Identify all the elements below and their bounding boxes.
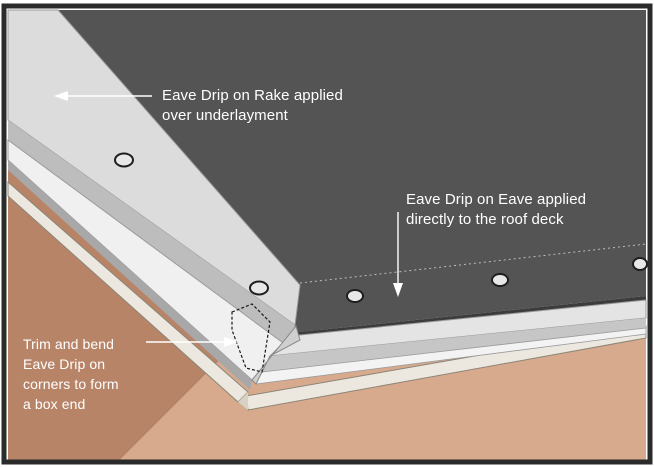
eave-callout-label: Eave Drip on Eave applied directly to th… xyxy=(406,191,587,228)
eave-callout-arrow xyxy=(393,212,403,297)
rake-drip-flange xyxy=(8,120,295,348)
eave-drip-face xyxy=(262,318,646,372)
nail-head xyxy=(249,280,269,296)
trim-callout-label: Trim and bend Eave Drip on corners to fo… xyxy=(23,336,119,412)
nail-head xyxy=(491,273,509,287)
corner-box-end xyxy=(251,324,301,385)
nail-head xyxy=(632,257,648,271)
figure-frame xyxy=(1,3,653,465)
nail-head xyxy=(346,289,364,303)
underlayment-edge-line xyxy=(299,243,647,284)
rake-callout-label: Eave Drip on Rake applied over underlaym… xyxy=(162,87,343,124)
trim-callout-arrow xyxy=(146,337,238,347)
rake-drip-face xyxy=(8,160,252,390)
nail-head xyxy=(114,152,134,168)
corner-box-end-cut xyxy=(231,303,271,373)
rake-callout-arrow xyxy=(54,91,152,101)
corner-trim-board xyxy=(238,392,248,410)
roof-deck xyxy=(8,10,646,332)
rake-drip-edge xyxy=(7,9,301,326)
